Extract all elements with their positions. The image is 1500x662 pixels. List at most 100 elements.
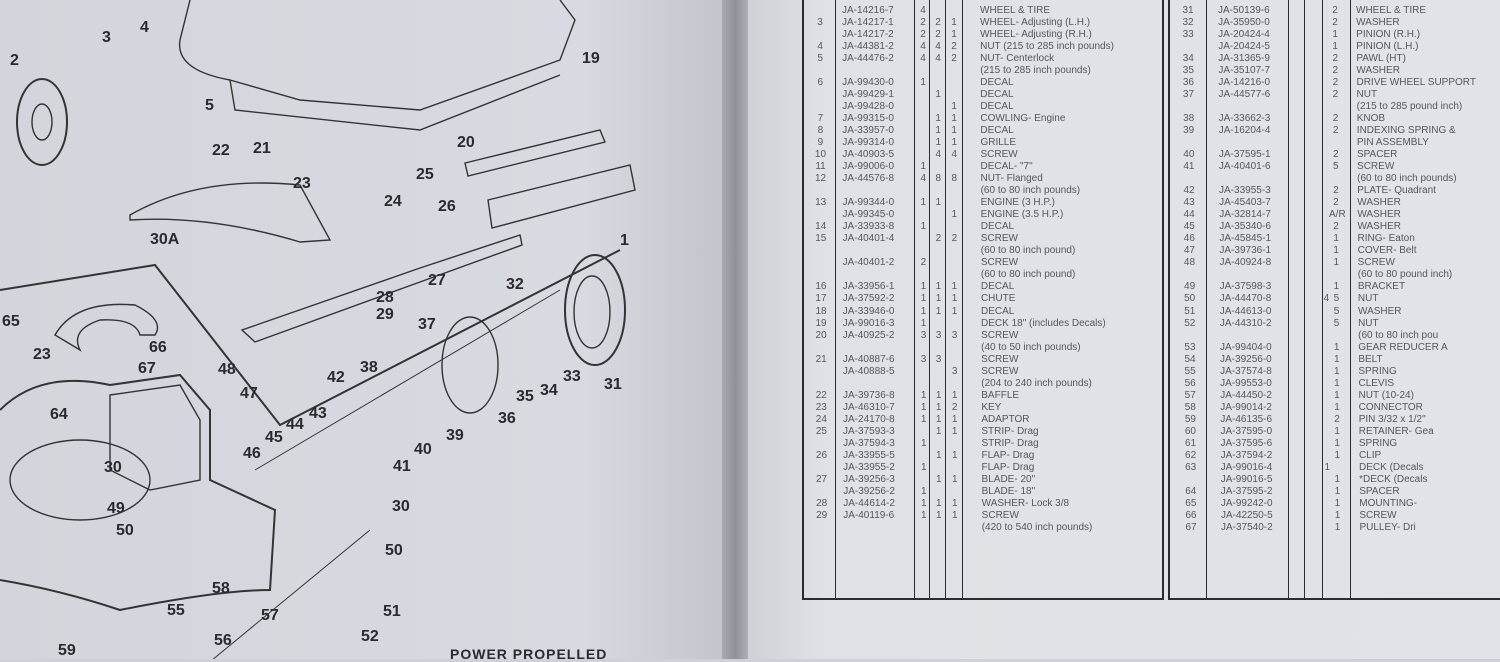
callout-58: 58 [212, 580, 230, 597]
qty-model-c: 1 [952, 509, 958, 521]
callout-50: 50 [385, 542, 403, 559]
qty-model-a: 2 [920, 29, 926, 41]
column-divider [1206, 0, 1207, 598]
part-number: JA-33933-8 [842, 221, 895, 233]
part-number: JA-14216-7 [842, 5, 894, 16]
qty-model-a: 1 [920, 77, 926, 89]
table-row: (60 to 80 inch pound) [804, 245, 1162, 257]
ref-number: 37 [1182, 89, 1195, 101]
description: NUT [1356, 89, 1378, 101]
description: WASHER- Lock 3/8 [981, 497, 1070, 509]
qty-model-a: 4 [920, 41, 926, 53]
ref-number: 28 [816, 497, 828, 509]
column-divider [1304, 0, 1305, 598]
callout-3: 3 [102, 29, 111, 46]
qty-model-b: 1 [935, 425, 942, 437]
ref-number: 38 [1183, 113, 1195, 125]
qty-model-c: 1 [951, 305, 958, 317]
qty-model-c: 1 [951, 389, 958, 401]
ref-number: 18 [815, 305, 827, 317]
callout-40: 40 [414, 441, 432, 458]
ref-number: 66 [1185, 509, 1197, 521]
callout-23: 23 [33, 346, 51, 363]
part-number: JA-44576-8 [842, 173, 895, 185]
callout-1: 1 [620, 232, 629, 249]
description: CONNECTOR [1358, 401, 1423, 413]
description: SPACER [1359, 485, 1400, 497]
part-number: JA-33955-5 [843, 449, 895, 461]
qty-model-b: 1 [936, 509, 942, 521]
part-number: JA-39736-8 [842, 389, 895, 401]
description: (60 to 80 inch pounds) [980, 185, 1081, 197]
drag-strip-part [464, 129, 606, 177]
ref-number: 10 [814, 149, 827, 161]
qty-model-c: 1 [951, 137, 957, 149]
part-number: JA-35107-7 [1218, 65, 1271, 77]
qty-model-b: 5 [1333, 317, 1340, 329]
qty-model-a: 1 [921, 497, 927, 509]
description: BLADE- 18" [981, 485, 1036, 497]
part-number: JA-45845-1 [1219, 233, 1272, 245]
callout-34: 34 [540, 382, 558, 399]
description: WHEEL- Adjusting (R.H.) [980, 29, 1092, 41]
description: ENGINE (3 H.P.) [980, 197, 1055, 209]
ref-number: 52 [1184, 317, 1196, 329]
qty-model-b: 2 [1332, 77, 1339, 89]
qty-model-b: 1 [1332, 29, 1338, 41]
description: FLAP- Drag [981, 461, 1035, 473]
exploded-parts-diagram [0, 0, 636, 659]
callout-42: 42 [327, 369, 345, 386]
qty-model-c: 2 [951, 53, 957, 65]
part-number: JA-20424-5 [1218, 41, 1270, 53]
callout-30A: 30A [150, 231, 180, 248]
description: MOUNTING- [1359, 497, 1418, 509]
table-row: (215 to 285 inch pounds) [804, 65, 1162, 77]
ref-number: 44 [1183, 209, 1195, 221]
qty-model-c: 2 [951, 401, 958, 413]
description: ENGINE (3.5 H.P.) [980, 209, 1064, 221]
callout-30: 30 [104, 459, 122, 476]
qty-model-b: 2 [1332, 17, 1338, 29]
ref-number: 14 [815, 221, 827, 233]
ref-number: 46 [1183, 233, 1195, 245]
ref-number: 22 [815, 389, 827, 401]
callout-35: 35 [516, 388, 534, 405]
ref-number: 59 [1184, 413, 1196, 425]
ref-number: 3 [817, 17, 823, 29]
description: BAFFLE [981, 389, 1020, 401]
callout-27: 27 [428, 272, 446, 289]
description: DECK 18" (includes Decals) [981, 317, 1106, 329]
part-number: JA-14217-1 [842, 17, 894, 29]
qty-model-c: 1 [951, 293, 958, 305]
ref-number: 29 [816, 509, 828, 521]
ref-number: 4 [817, 41, 823, 53]
qty-model-b: 2 [1333, 197, 1339, 209]
callout-59: 59 [58, 642, 76, 659]
description: SCREW [1357, 161, 1395, 173]
qty-model-b: 1 [935, 281, 942, 293]
deck-top-outline [178, 0, 576, 111]
qty-model-b: 1 [1334, 389, 1340, 401]
table-row: (420 to 540 inch pounds) [804, 522, 1162, 534]
callout-26: 26 [438, 198, 456, 215]
ref-number: 49 [1184, 281, 1196, 293]
callout-38: 38 [360, 359, 378, 376]
